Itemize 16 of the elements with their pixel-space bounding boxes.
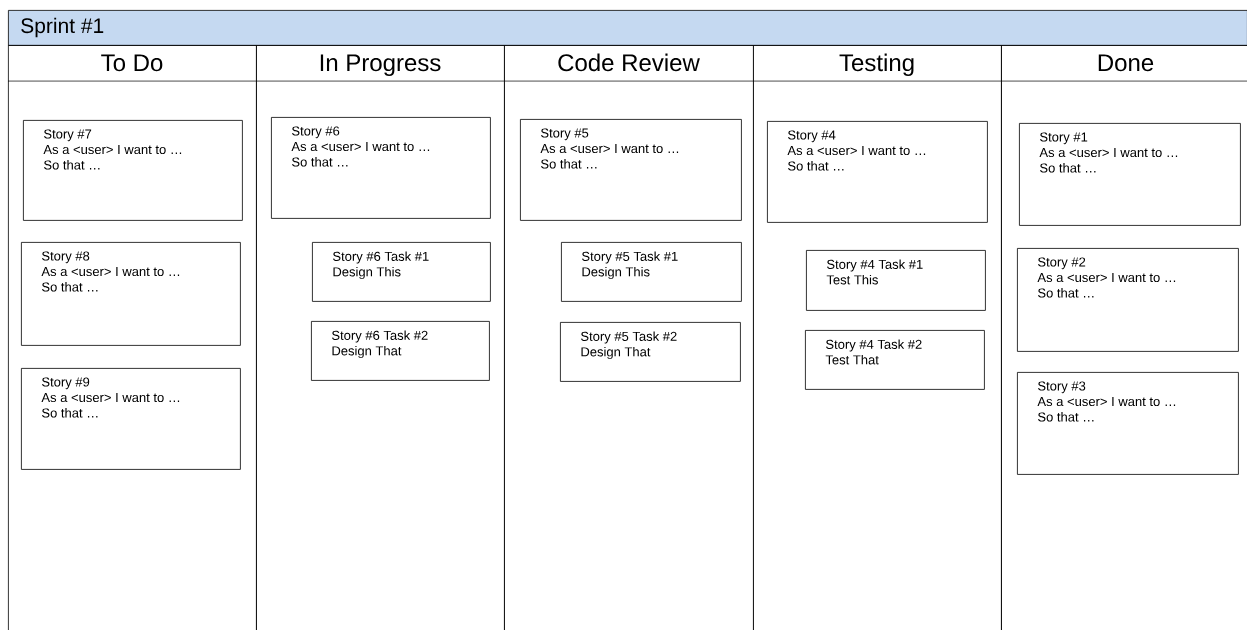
sprint-header-band: Sprint #1 <box>8 10 1247 46</box>
story-card: Story #2 As a <user> I want to … So that … <box>1017 248 1239 352</box>
task-card: Story #4 Task #2 Test That <box>805 330 985 390</box>
story-card: Story #4 As a <user> I want to … So that … <box>767 121 988 223</box>
task-card: Story #4 Task #1 Test This <box>806 250 986 311</box>
story-card: Story #9 As a <user> I want to … So that … <box>21 368 241 470</box>
story-card: Story #7 As a <user> I want to … So that … <box>23 120 243 221</box>
story-card: Story #5 As a <user> I want to … So that … <box>520 119 742 221</box>
task-card: Story #5 Task #2 Design That <box>560 322 741 382</box>
story-card: Story #6 As a <user> I want to … So that … <box>271 117 491 219</box>
task-card: Story #6 Task #1 Design This <box>312 242 491 302</box>
task-card: Story #5 Task #1 Design This <box>561 242 742 302</box>
story-card: Story #3 As a <user> I want to … So that … <box>1017 372 1239 475</box>
story-card: Story #8 As a <user> I want to … So that … <box>21 242 241 346</box>
task-card: Story #6 Task #2 Design That <box>311 321 490 381</box>
story-card: Story #1 As a <user> I want to … So that … <box>1019 123 1241 226</box>
